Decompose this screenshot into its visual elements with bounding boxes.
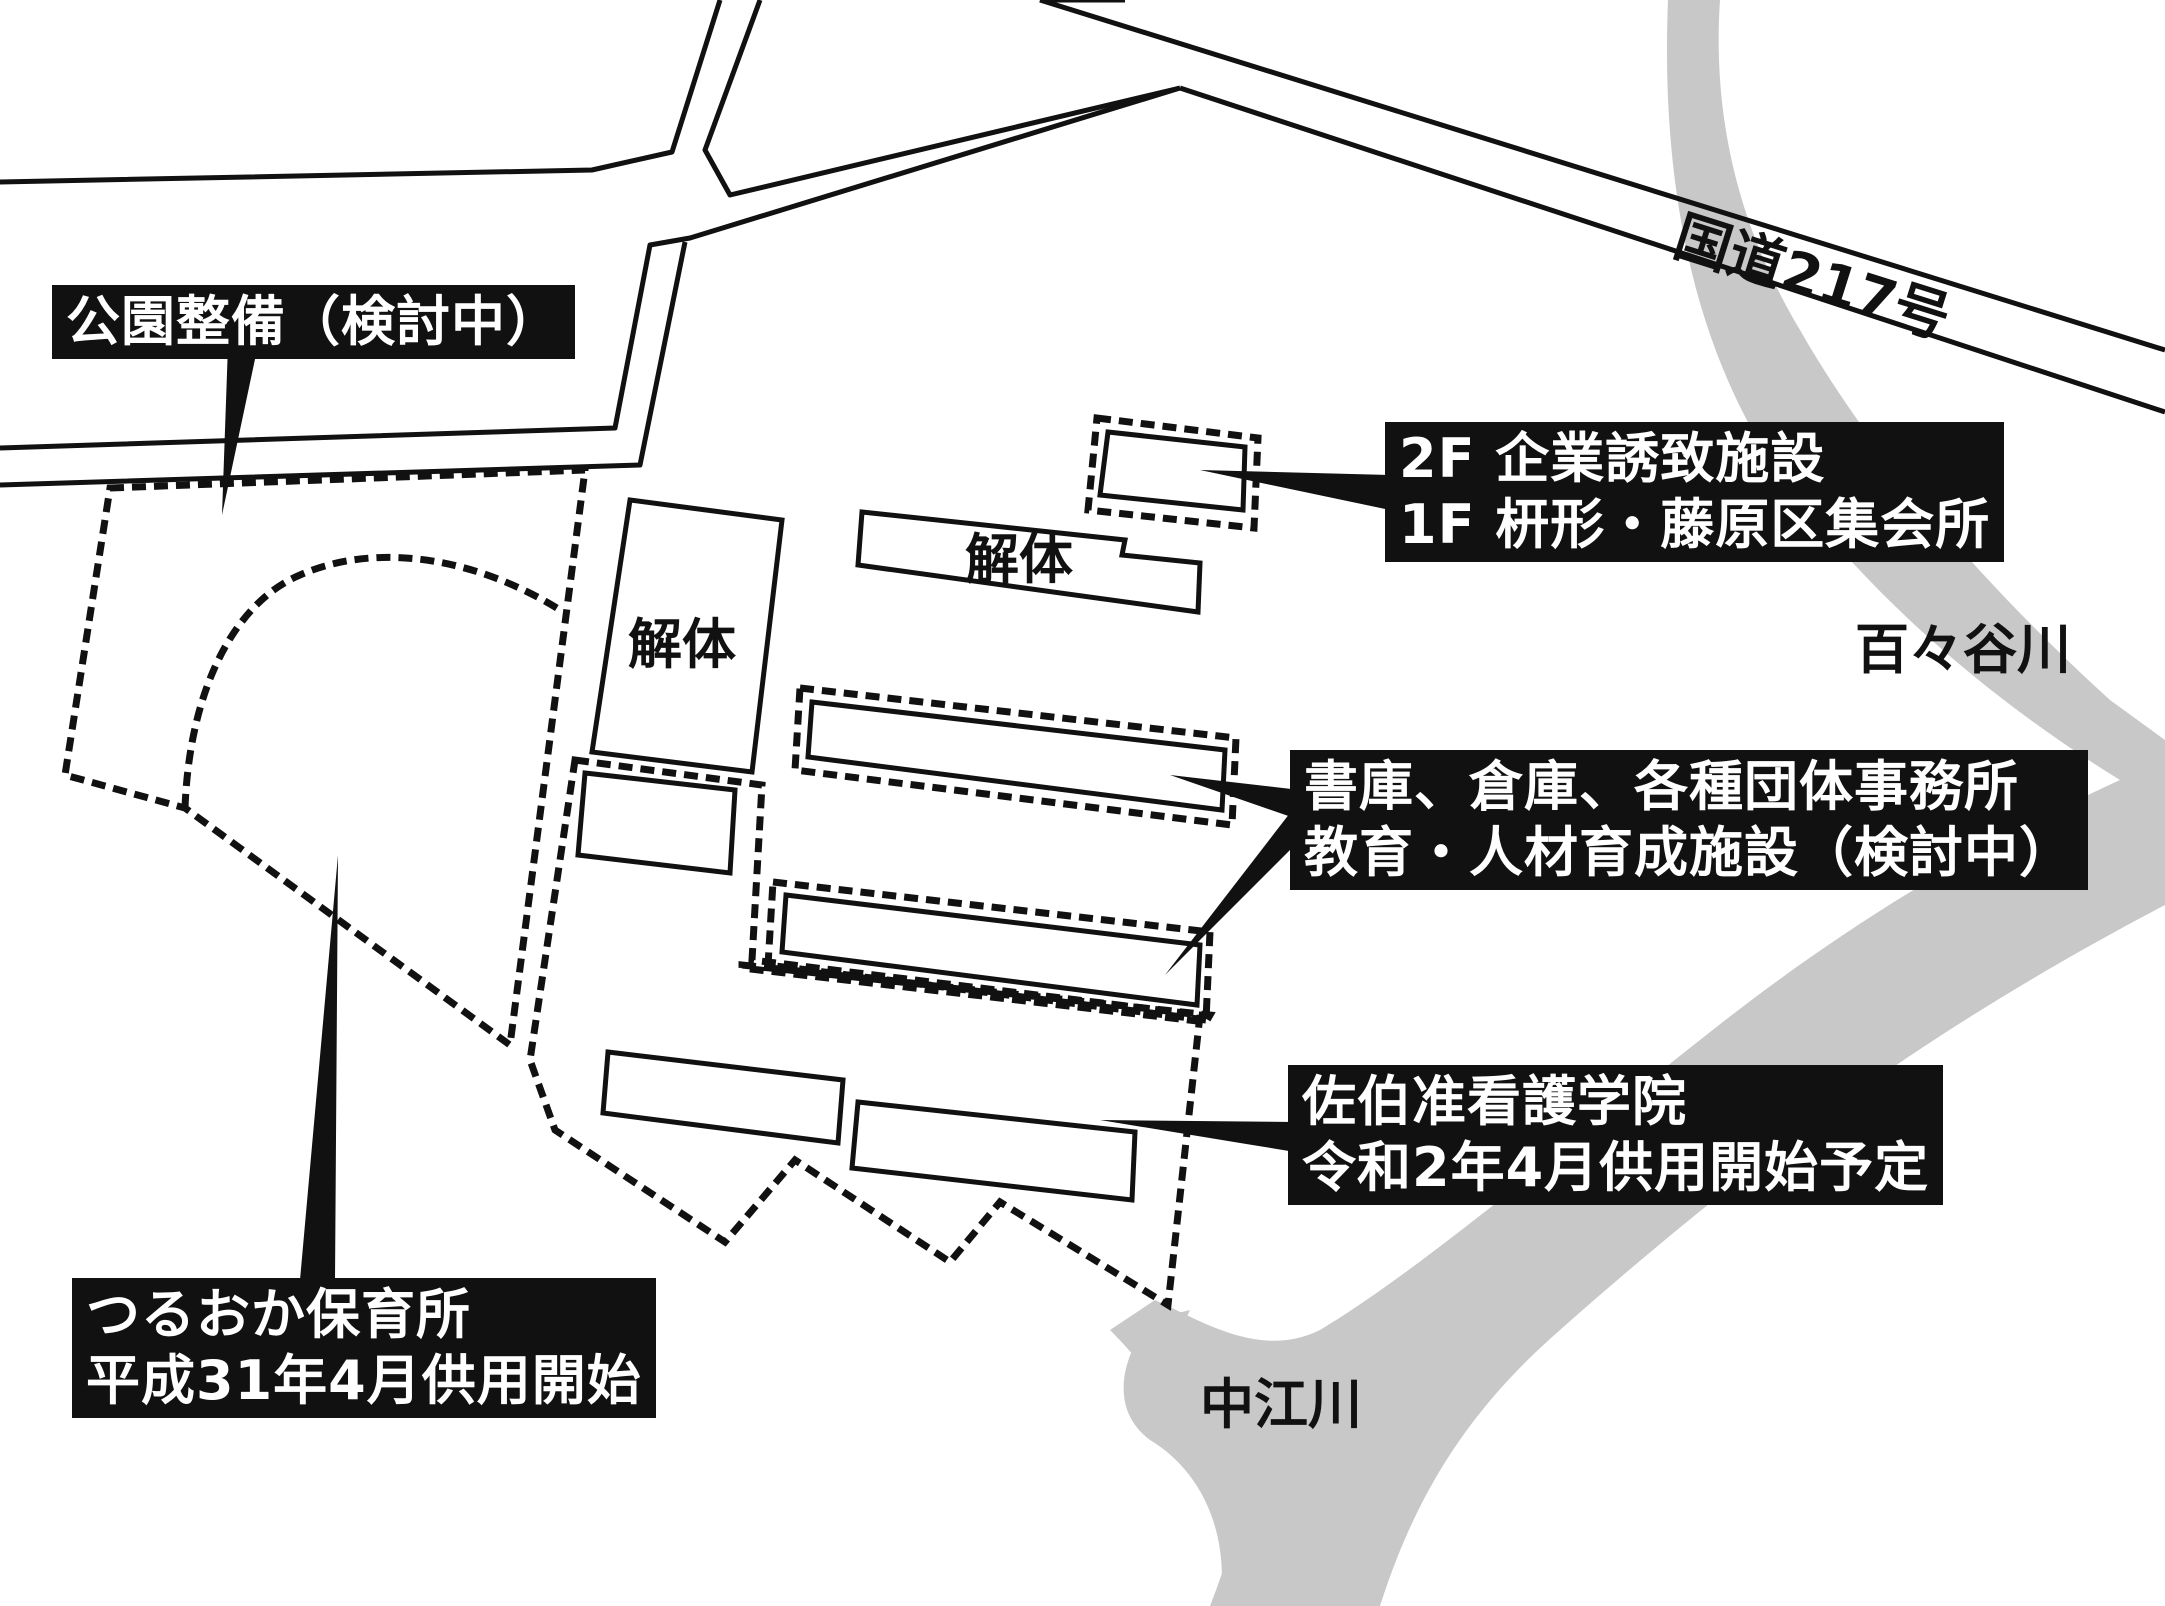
callout-business-line-1: 2F 企業誘致施設 [1399,427,1826,490]
roads [0,0,2165,488]
demolition-label-b: 解体 [965,528,1073,591]
callout-nursing-line-1: 佐伯准看護学院 [1302,1070,1687,1133]
boundary-park [61,466,590,1052]
boundary-business [1084,414,1262,532]
river-nakae [1123,1310,1300,1606]
callout-park: 公園整備（検討中） [52,285,575,359]
building-storage-2 [779,892,1203,1008]
pointer-business [1200,470,1390,510]
pointer-storage-a [1170,775,1300,820]
callout-nursery: つるおか保育所 平成31年4月供用開始 [72,1278,656,1418]
building-small [575,770,738,876]
pointer-nursery [300,855,338,1280]
callout-business-line-2: 1F 枅形・藤原区集会所 [1399,493,1991,556]
demolition-buildings [589,497,1203,775]
callout-storage-line-2: 教育・人材育成施設（検討中） [1304,821,2074,884]
callout-storage-line-1: 書庫、倉庫、各種団体事務所 [1304,755,2019,818]
pointer-nursing [1100,1120,1295,1152]
river-name-nakae: 中江川 [1200,1373,1362,1436]
building-nursing-2 [849,1099,1138,1203]
callout-park-line-1: 公園整備（検討中） [66,290,561,353]
boundary-storage-2 [764,878,1214,1024]
demolition-label-a: 解体 [628,613,736,676]
boundary-nursery-arc [181,553,562,809]
buildings [575,429,1248,1203]
callout-nursery-line-1: つるおか保育所 [86,1283,471,1346]
boundary-storage-1 [791,684,1240,829]
callout-nursing: 佐伯准看護学院 令和2年4月供用開始予定 [1288,1065,1944,1205]
callout-nursery-line-2: 平成31年4月供用開始 [86,1349,642,1412]
building-storage-1 [805,699,1228,813]
boundary-main [526,756,1204,1311]
callout-pointers [222,345,1390,1280]
building-business [1097,429,1248,513]
building-nursing-1 [600,1049,846,1146]
pointer-storage-b [1165,800,1320,975]
demolition-building-a [589,497,785,775]
boundary-storage-group [738,961,1216,1026]
site-boundaries [61,414,1262,1311]
callout-nursing-line-2: 令和2年4月供用開始予定 [1302,1136,1930,1199]
river-name-momotani: 百々谷川 [1855,618,2071,681]
pointer-park [222,345,258,515]
callout-business: 2F 企業誘致施設 1F 枅形・藤原区集会所 [1385,422,2005,562]
demolition-building-b [855,509,1203,615]
callout-storage: 書庫、倉庫、各種団体事務所 教育・人材育成施設（検討中） [1290,750,2088,890]
